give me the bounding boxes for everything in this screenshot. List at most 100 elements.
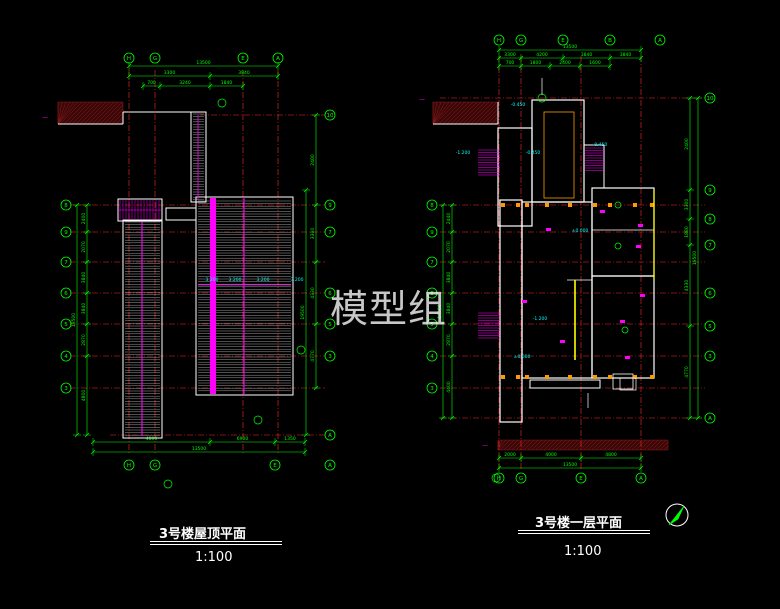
site-wall-hatch (57, 101, 67, 125)
site-wall-hatch (71, 101, 95, 125)
roof-dim-bottom1-text: 1350 (284, 436, 296, 442)
floor1-grid-bubble-right (704, 92, 716, 104)
floor1-column (501, 203, 505, 207)
floor1-dim-bottom2-text: 13500 (563, 462, 577, 468)
north-arrow-needle (668, 505, 685, 526)
site-wall-hatch (434, 101, 458, 125)
floor1-wall (591, 187, 655, 277)
floor1-wall (499, 199, 523, 423)
floor1-column (525, 203, 529, 207)
floor1-site-mark: — (419, 96, 425, 103)
site-wall-hatch (563, 439, 575, 451)
floor1-grid-bubble-left-label: 4 (430, 354, 434, 360)
site-wall-hatch (523, 439, 535, 451)
roof-detail-bubble (296, 345, 306, 355)
site-wall-hatch (591, 439, 603, 451)
floor1-title-underline (518, 530, 650, 531)
site-wall-hatch (57, 101, 63, 125)
floor1-column (650, 375, 654, 379)
site-wall-hatch (57, 101, 75, 125)
watermark-text: 模型组 (330, 287, 448, 331)
roof-level-label: 3.200 (291, 277, 304, 283)
site-wall-hatch (99, 101, 123, 125)
roof-dim-right-text: 2400 (310, 154, 316, 166)
floor1-column (608, 203, 612, 207)
floor1-fixture (522, 300, 527, 303)
floor1-plan-scale: 1:100 (564, 544, 602, 559)
north-arrow-icon (665, 503, 689, 527)
floor1-column (633, 375, 637, 379)
floor1-detail-bubble (491, 473, 501, 483)
site-wall-hatch (567, 439, 579, 451)
floor1-grid-bubble-right-label: 6 (708, 291, 712, 297)
floor1-fixture (620, 320, 625, 323)
floor1-column (608, 375, 612, 379)
site-wall-hatch (587, 439, 599, 451)
floor1-dim-top2-text: 3300 (504, 52, 516, 58)
site-wall-hatch (442, 101, 466, 125)
site-wall-hatch (631, 439, 643, 451)
site-wall-hatch (432, 101, 442, 125)
site-wall-hatch (454, 101, 478, 125)
floor1-dim-top3-text: 2400 (559, 60, 571, 66)
floor1-dim-top3-text: 1600 (589, 60, 601, 66)
roof-grid-bubble-right (324, 350, 336, 362)
floor1-fixture (636, 245, 641, 248)
floor1-fixture (600, 210, 605, 213)
roof-grid-bubble-right-label: 7 (328, 230, 332, 236)
floor1-level-label: ±0.000 (572, 228, 589, 234)
floor1-entry-step (612, 373, 634, 390)
floor1-dim-left-text: 3840 (446, 272, 452, 284)
floor1-grid-bubble-top-label: E (561, 38, 565, 44)
roof-grid-bubble-right-label: A (328, 433, 332, 439)
floor1-grid-bubble-left (426, 199, 438, 211)
roof-grid-bubble-left-label: 4 (64, 354, 68, 360)
site-wall-hatch (651, 439, 663, 451)
floor1-dim-right-text: 3300 (684, 199, 690, 211)
roof-dim-top3-text: 700 (147, 80, 156, 86)
floor1-grid-bubble-bottom-label: A (639, 476, 643, 482)
site-wall-hatch (543, 439, 555, 451)
floor1-grid-bubble-right-label: 10 (707, 96, 714, 102)
site-wall-hatch (107, 108, 124, 125)
roof-grid-bubble-top (237, 52, 249, 64)
site-wall-hatch (432, 101, 446, 125)
floor1-dim-right-text: 4330 (684, 280, 690, 292)
floor1-grid-bubble-right (704, 184, 716, 196)
site-wall-hatch (643, 439, 655, 451)
roof-grid-bubble-bottom-label: E (273, 463, 277, 469)
roof-grid-bubble-right (324, 199, 336, 211)
floor1-dim-left-total-text: 19500 (437, 304, 443, 318)
floor1-level-label: -0.450 (593, 142, 608, 148)
site-wall-hatch (474, 101, 498, 125)
roof-plan-scale: 1:100 (195, 550, 233, 565)
floor1-dim-top2-text: 3840 (581, 52, 593, 58)
floor1-grid-bubble-right-label: A (708, 416, 712, 422)
site-wall-hatch (432, 101, 450, 125)
site-wall-hatch (639, 439, 651, 451)
roof-grid-bubble-left-label: 3 (64, 386, 68, 392)
floor1-grid-bubble-left (426, 318, 438, 330)
roof-link-outline (165, 207, 197, 221)
floor1-grid-bubble-right (704, 239, 716, 251)
floor1-level-label: -1.200 (456, 150, 471, 156)
roof-grid-bubble-bottom (123, 459, 135, 471)
roof-grid-bubble-right (324, 318, 336, 330)
site-wall-hatch (603, 439, 615, 451)
roof-dim-right-text: 3300 (310, 228, 316, 240)
floor1-grid-bubble-left-label: 8 (430, 203, 434, 209)
site-wall-hatch (470, 101, 494, 125)
floor1-column (593, 375, 597, 379)
roof-grid-bubble-bottom-label: G (153, 463, 157, 469)
floor1-grid-bubble-left-label: 7 (430, 260, 434, 266)
roof-parapet-strip (210, 198, 216, 394)
floor1-grid-bubble-left-label: 9 (430, 230, 434, 236)
site-wall-hatch (111, 112, 124, 125)
roof-title-underline-2 (150, 544, 282, 545)
floor1-fixture (625, 356, 630, 359)
site-wall-hatch (486, 112, 499, 125)
floor1-level-label: -0.450 (511, 102, 526, 108)
roof-grid-bubble-right (324, 287, 336, 299)
floor1-grid-bubble-top (604, 34, 616, 46)
